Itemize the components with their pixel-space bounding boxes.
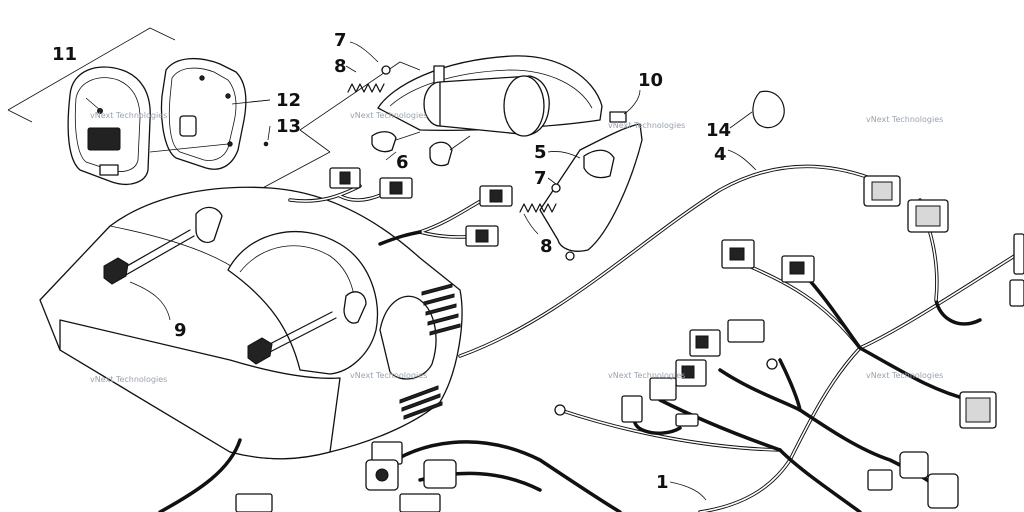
connector-r: [1009, 279, 1024, 307]
callout-8-lower: 8: [540, 236, 553, 257]
callout-labels: 11 12 13 7 8 6 10 5 7 8 14 4 9 1: [52, 30, 731, 493]
callout-5: 5: [534, 142, 547, 163]
callout-9: 9: [174, 320, 187, 341]
watermark: vNext Technologies: [90, 111, 167, 120]
connector-g: [727, 319, 765, 343]
callout-12: 12: [276, 90, 301, 111]
connector-v: [399, 493, 441, 512]
callout-6: 6: [396, 152, 409, 173]
connector-w: [235, 493, 273, 512]
connector-e: [721, 239, 755, 269]
instrument-cluster: [7, 27, 271, 185]
connector-n: [867, 469, 893, 491]
callout-4: 4: [714, 144, 727, 165]
connector-d: [465, 225, 499, 247]
connector-u: [423, 459, 457, 489]
watermark: vNext Technologies: [866, 115, 943, 124]
watermark: vNext Technologies: [608, 371, 685, 380]
connector-i: [675, 359, 707, 387]
connector-h: [689, 329, 721, 357]
headlight-pod: [254, 55, 603, 193]
watermark: vNext Technologies: [350, 371, 427, 380]
connector-4a: [863, 175, 901, 207]
callout-1: 1: [656, 472, 669, 493]
callout-14: 14: [706, 120, 731, 141]
connector-j: [649, 377, 677, 401]
callout-8-upper: 8: [334, 56, 347, 77]
watermark: vNext Technologies: [350, 111, 427, 120]
connector-c: [479, 185, 513, 207]
connector-a: [329, 167, 361, 189]
connectors: [235, 167, 1024, 512]
watermark: vNext Technologies: [608, 121, 685, 130]
connector-o: [899, 451, 929, 479]
spring-upper: [347, 65, 391, 93]
callout-11: 11: [52, 44, 77, 65]
callout-7-lower: 7: [534, 168, 547, 189]
vent-grille-lower: [399, 385, 443, 420]
connector-q: [1013, 233, 1024, 275]
connector-b: [379, 177, 413, 199]
shroud-housing: [39, 186, 463, 460]
connector-l: [675, 413, 699, 427]
connector-t: [365, 459, 399, 491]
leader-lines: [129, 41, 757, 501]
connector-f: [781, 255, 815, 283]
callout-13: 13: [276, 116, 301, 137]
connector-p: [927, 473, 959, 509]
ring-clip: [729, 90, 785, 129]
callout-7-upper: 7: [334, 30, 347, 51]
bezel-trim: [539, 111, 643, 261]
watermark: vNext Technologies: [90, 375, 167, 384]
watermark: vNext Technologies: [866, 371, 943, 380]
connector-m: [959, 391, 997, 429]
vent-grille-upper: [421, 283, 461, 336]
callout-10: 10: [638, 70, 663, 91]
connector-k: [621, 395, 643, 423]
connector-4b: [907, 199, 949, 233]
watermarks: vNext Technologies vNext Technologies vN…: [90, 111, 943, 384]
